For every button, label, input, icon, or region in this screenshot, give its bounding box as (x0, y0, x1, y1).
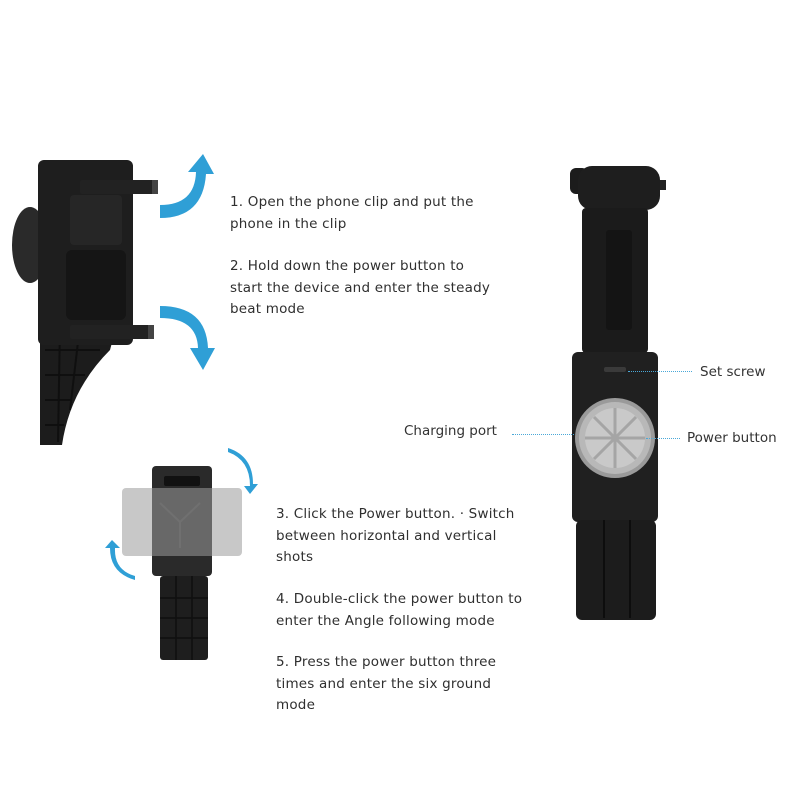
set-screw-label: Set screw (700, 364, 766, 380)
device-head (578, 166, 660, 210)
power-button-leader (646, 438, 680, 439)
curved-arrow-icon (160, 154, 214, 218)
step-2: 2. Hold down the power button to start t… (230, 258, 491, 317)
device-illustration (570, 166, 666, 620)
step-3: 3. Click the Power button. · Switch betw… (276, 506, 515, 565)
phone-clip-open-illustration (12, 154, 215, 445)
set-screw-leader (628, 371, 692, 372)
set-screw (604, 367, 626, 372)
curved-arrow-icon (160, 306, 215, 370)
bottom-jaw (70, 325, 154, 339)
charging-port-label: Charging port (404, 423, 497, 439)
phone-clip-rotate-illustration (105, 448, 258, 660)
clip-horizontal-ghost (122, 488, 242, 556)
rotate-arrow-icon (228, 448, 258, 494)
top-jaw (80, 180, 158, 194)
rotate-arrow-icon (105, 540, 135, 580)
power-button-label: Power button (687, 430, 777, 446)
charging-port-leader (512, 434, 574, 435)
step-5: 5. Press the power button three times an… (276, 654, 497, 713)
step-1: 1. Open the phone clip and put the phone… (230, 194, 474, 232)
step-4: 4. Double-click the power button to ente… (276, 591, 523, 629)
tripod-legs (576, 520, 656, 620)
